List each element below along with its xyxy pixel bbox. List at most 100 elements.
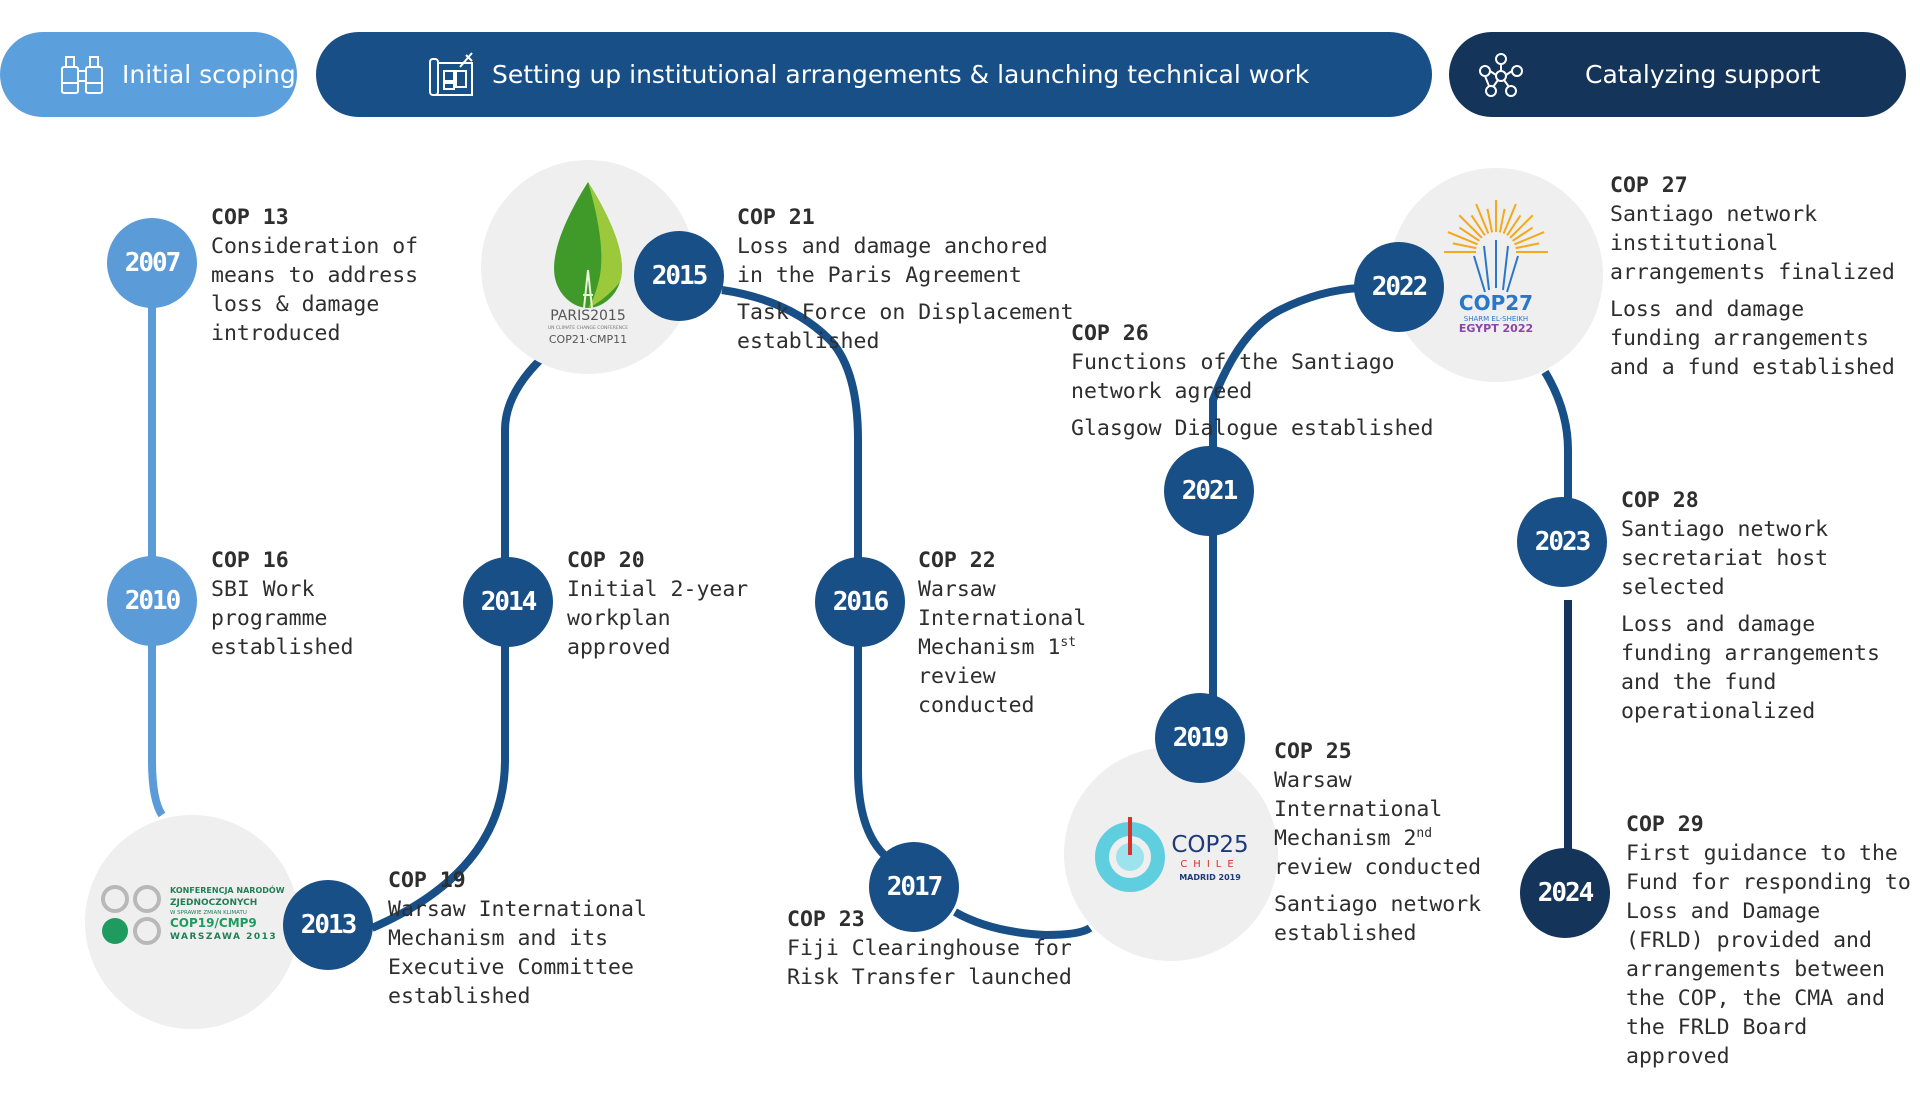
event-description: Functions of the Santiago network agreed bbox=[1071, 350, 1395, 404]
event-description: Warsaw International Mechanism and its E… bbox=[388, 897, 647, 1009]
network-icon bbox=[1479, 52, 1523, 97]
event-2019: COP 25 Warsaw International Mechanism 2n… bbox=[1274, 737, 1481, 948]
event-title: COP 25 bbox=[1274, 739, 1352, 764]
sun-ray bbox=[1486, 208, 1494, 233]
event-description: review conducted bbox=[918, 664, 1035, 718]
sun-ray bbox=[1502, 203, 1517, 234]
event-title: COP 27 bbox=[1610, 173, 1688, 198]
sun-ray bbox=[1452, 242, 1477, 250]
phase-catalyzing-support: Catalyzing support bbox=[1449, 32, 1906, 117]
year-badge-2010: 2010 bbox=[107, 556, 197, 646]
event-description: Warsaw International Mechanism 1st bbox=[918, 575, 1086, 662]
event-title: COP 23 bbox=[787, 907, 865, 932]
cop19-logo: KONFERENCJA NARODÓW ZJEDNOCZONYCH W SPRA… bbox=[85, 815, 299, 1029]
event-2015: COP 21 Loss and damage anchored in the P… bbox=[737, 203, 1074, 356]
event-title: COP 28 bbox=[1621, 488, 1699, 513]
event-title: COP 22 bbox=[918, 548, 996, 573]
cop21-logo-text: UN CLIMATE CHANGE CONFERENCE bbox=[548, 325, 628, 331]
event-2013: COP 19 Warsaw International Mechanism an… bbox=[388, 866, 647, 1011]
sun-ray bbox=[1509, 214, 1534, 239]
sun-ray bbox=[1506, 214, 1522, 236]
sun-ray bbox=[1475, 203, 1490, 234]
event-description: Loss and damage funding arrangements and… bbox=[1610, 297, 1895, 380]
phase-label: Initial scoping bbox=[122, 60, 296, 89]
cop25-logo-text: CHILE bbox=[1180, 859, 1239, 870]
year-badge-2017: 2017 bbox=[869, 842, 959, 932]
path-2007-2013 bbox=[148, 300, 166, 818]
cop21-logo-text: PARIS2015 bbox=[550, 308, 626, 324]
event-description-part: Warsaw International Mechanism 1 bbox=[918, 577, 1087, 660]
event-description: Task Force on Displacement established bbox=[737, 300, 1074, 354]
event-2017: COP 23 Fiji Clearinghouse for Risk Trans… bbox=[787, 905, 1072, 992]
year-badge-2015: 2015 bbox=[634, 231, 724, 321]
cop21-logo-text: COP21·CMP11 bbox=[549, 333, 627, 346]
event-2024: COP 29 First guidance to the Fund for re… bbox=[1626, 810, 1911, 1071]
event-description: First guidance to the Fund for respondin… bbox=[1626, 841, 1911, 1069]
year-badge-2007: 2007 bbox=[107, 218, 197, 308]
event-title: COP 21 bbox=[737, 205, 815, 230]
phase-initial-scoping: Initial scoping bbox=[0, 32, 297, 117]
event-description: Fiji Clearinghouse for Risk Transfer lau… bbox=[787, 936, 1072, 990]
event-description: Glasgow Dialogue established bbox=[1071, 416, 1434, 441]
cop25-logo-text: MADRID 2019 bbox=[1179, 873, 1241, 882]
event-description: Santiago network secretariat host select… bbox=[1621, 517, 1829, 600]
sun-ray bbox=[1514, 231, 1545, 246]
cop19-logo-text: W SPRAWIE ZMIAN KLIMATU bbox=[170, 910, 247, 916]
cop19-logo-text: ZJEDNOCZONYCH bbox=[170, 898, 257, 908]
year-badge-2024: 2024 bbox=[1520, 848, 1610, 938]
year-badge-2016: 2016 bbox=[815, 557, 905, 647]
event-description: Warsaw International Mechanism 2nd bbox=[1274, 766, 1481, 853]
event-2022: COP 27 Santiago network institutional ar… bbox=[1610, 171, 1895, 382]
event-title: COP 20 bbox=[567, 548, 645, 573]
ordinal-suffix: st bbox=[1060, 634, 1077, 650]
event-description: Consideration of means to address loss &… bbox=[211, 234, 419, 346]
phase-label: Setting up institutional arrangements & … bbox=[492, 60, 1310, 89]
event-description: Loss and damage anchored in the Paris Ag… bbox=[737, 234, 1048, 288]
year-badge-2019: 2019 bbox=[1155, 693, 1245, 783]
event-description: SBI Work programme established bbox=[211, 577, 354, 660]
event-title: COP 29 bbox=[1626, 812, 1704, 837]
event-2021: COP 26 Functions of the Santiago network… bbox=[1071, 319, 1433, 443]
sun-ray bbox=[1458, 214, 1483, 239]
path-2021-2022 bbox=[1209, 284, 1361, 448]
sun-ray bbox=[1458, 226, 1480, 242]
year-badge-2013: 2013 bbox=[283, 880, 373, 970]
path-2013-2014 bbox=[370, 357, 543, 932]
phase-setup: Setting up institutional arrangements & … bbox=[316, 32, 1432, 117]
sun-ray bbox=[1470, 214, 1486, 236]
event-2016: COP 22 Warsaw International Mechanism 1s… bbox=[918, 546, 1086, 720]
event-title: COP 26 bbox=[1071, 321, 1149, 346]
blueprint-icon bbox=[429, 51, 473, 96]
ordinal-suffix: nd bbox=[1416, 825, 1433, 841]
cop19-logo-text: WARSZAWA 2013 bbox=[170, 932, 277, 942]
sun-ray bbox=[1498, 208, 1506, 233]
event-2007: COP 13 Consideration of means to address… bbox=[211, 203, 418, 348]
phase-label: Catalyzing support bbox=[1585, 60, 1821, 89]
cop27-logo-text: SHARM EL-SHEIKH bbox=[1464, 315, 1528, 323]
cop27-logo-text: EGYPT 2022 bbox=[1459, 322, 1533, 335]
sun-ray bbox=[1512, 226, 1534, 242]
event-title: COP 16 bbox=[211, 548, 289, 573]
event-title: COP 19 bbox=[388, 868, 466, 893]
sun-ray bbox=[1447, 231, 1478, 246]
cop19-logo-text: COP19/CMP9 bbox=[170, 916, 257, 930]
year-badge-2021: 2021 bbox=[1164, 446, 1254, 536]
event-description: review conducted bbox=[1274, 855, 1482, 880]
year-badge-2023: 2023 bbox=[1517, 497, 1607, 587]
cop25-logo-text: COP25 bbox=[1171, 832, 1248, 858]
path-2015-2016 bbox=[721, 286, 893, 864]
event-description-part: Warsaw International Mechanism 2 bbox=[1274, 768, 1443, 851]
cop27-logo-text: COP27 bbox=[1459, 291, 1533, 315]
path-2022-2023 bbox=[1541, 369, 1572, 498]
event-2010: COP 16 SBI Work programme established bbox=[211, 546, 353, 662]
event-description: Santiago network institutional arrangeme… bbox=[1610, 202, 1895, 285]
path-2017-2019 bbox=[953, 908, 1093, 940]
binoculars-icon bbox=[61, 55, 103, 94]
event-2014: COP 20 Initial 2-year workplan approved bbox=[567, 546, 748, 662]
cop19-logo-text: KONFERENCJA NARODÓW bbox=[170, 884, 285, 895]
event-description: Loss and damage funding arrangements and… bbox=[1621, 612, 1880, 724]
sun-ray bbox=[1515, 242, 1540, 250]
event-2023: COP 28 Santiago network secretariat host… bbox=[1621, 486, 1920, 726]
event-description: Santiago network established bbox=[1274, 892, 1482, 946]
